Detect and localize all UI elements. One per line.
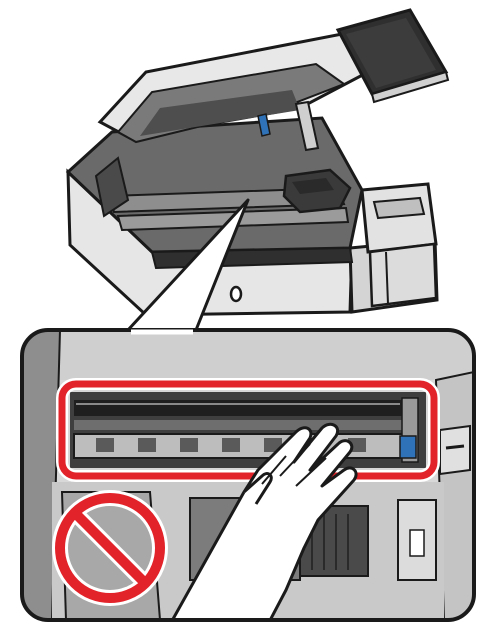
ink-tank-unit (362, 184, 436, 252)
ink-tank-window (374, 198, 424, 218)
power-button (231, 287, 241, 301)
ink-tank-lower (370, 244, 436, 306)
printer-overview (68, 10, 448, 330)
inset-blue-tab (400, 436, 416, 458)
detail-inset (22, 330, 474, 628)
